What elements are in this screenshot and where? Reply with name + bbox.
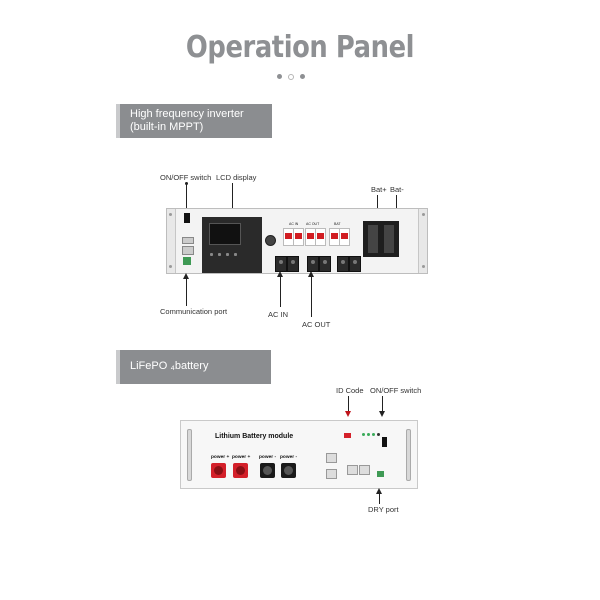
leader-line [311,277,312,317]
bat-plus-terminal[interactable] [368,225,378,253]
power-minus-terminal-2[interactable] [281,463,296,478]
module-title: Lithium Battery module [215,433,294,440]
rj45-port[interactable] [182,246,194,255]
aux-terminal[interactable] [337,256,349,272]
page-title: Operation Panel [185,30,415,65]
leader-line [186,183,187,209]
header-accent-bar [116,350,120,384]
onoff-switch[interactable] [184,213,190,223]
callout-ac-in: AC IN [268,310,289,319]
leader-line [382,396,383,412]
breaker-ac-in-2[interactable] [293,228,304,246]
breaker-ac-out-2[interactable] [315,228,326,246]
dry-port[interactable] [377,471,384,477]
terminal-label: power + [232,455,251,460]
rack-ear-left [167,209,176,273]
power-plus-terminal-1[interactable] [211,463,226,478]
panel-label-ac-in: AC IN [289,222,299,226]
callout-battery-onoff-switch: ON/OFF switch [370,386,422,395]
leader-line [396,195,397,220]
carousel-dot-1[interactable] [277,74,282,79]
arrow-down-icon [345,411,351,417]
callout-communication-port: Communication port [160,307,228,316]
callout-ac-out: AC OUT [302,320,331,329]
header-accent-bar [116,104,120,138]
inverter-section-header: High frequency inverter (built-in MPPT) [116,104,272,138]
inverter-header-line2: (built-in MPPT) [130,121,204,133]
usb-port[interactable] [182,237,194,244]
leader-dot [185,182,188,185]
arrow-up-icon [277,271,283,277]
lcd-button[interactable] [234,253,237,256]
arrow-up-icon [183,273,189,279]
comm-port-2[interactable] [326,469,337,479]
callout-onoff-switch: ON/OFF switch [160,173,212,182]
status-led [372,433,375,436]
breaker-bat-2[interactable] [339,228,350,246]
leader-line [186,279,187,306]
lcd-button[interactable] [218,253,221,256]
battery-onoff-switch[interactable] [382,437,387,447]
lcd-screen [209,223,241,245]
terminal-label: power + [211,455,230,460]
ac-out-terminal[interactable] [307,256,319,272]
status-led [362,433,365,436]
battery-section-header: LiFePO ₄battery [116,350,271,384]
lcd-button[interactable] [210,253,213,256]
panel-label-bat: BAT [334,222,341,226]
arrow-up-icon [308,271,314,277]
callout-bat-plus: Bat+ [371,185,387,194]
handle-right[interactable] [406,429,411,481]
handle-left[interactable] [187,429,192,481]
carousel-dot-3[interactable] [300,74,305,79]
mount-hole [169,213,172,216]
leader-line [348,396,349,412]
lcd-display [202,217,262,273]
bat-minus-terminal[interactable] [384,225,394,253]
battery-terminal-block[interactable] [363,221,399,257]
leader-line [377,195,378,220]
battery-header-text: LiFePO ₄battery [130,360,209,372]
power-plus-terminal-2[interactable] [233,463,248,478]
rack-ear-right [418,209,427,273]
id-code-dial[interactable] [344,433,351,438]
inverter-header-line1: High frequency inverter [130,108,244,120]
callout-dry-port: DRY port [368,505,399,514]
mount-hole [422,265,425,268]
ac-out-terminal[interactable] [319,256,331,272]
terminal-port[interactable] [183,257,191,265]
terminal-label: power - [259,455,277,460]
leader-line [379,494,380,504]
mount-hole [169,265,172,268]
comm-port-1[interactable] [326,453,337,463]
carousel-indicator[interactable] [277,74,327,82]
pv-connector[interactable] [265,235,276,246]
callout-lcd-display: LCD display [216,173,257,182]
ac-in-terminal[interactable] [275,256,287,272]
battery-module: Lithium Battery module power + power + p… [180,420,418,489]
carousel-dot-2[interactable] [288,74,294,80]
inverter-panel: AC IN AC OUT BAT [166,208,428,274]
mount-hole [422,213,425,216]
aux-terminal[interactable] [349,256,361,272]
arrow-up-icon [376,488,382,494]
terminal-label: power - [280,455,298,460]
comm-port-4[interactable] [359,465,370,475]
callout-id-code: ID Code [336,386,364,395]
leader-line [280,277,281,307]
panel-label-ac-out: AC OUT [306,222,320,226]
leader-line [232,183,233,225]
status-led [367,433,370,436]
arrow-down-icon [379,411,385,417]
callout-bat-minus: Bat- [390,185,404,194]
power-minus-terminal-1[interactable] [260,463,275,478]
status-led [377,433,380,436]
ac-in-terminal[interactable] [287,256,299,272]
comm-port-3[interactable] [347,465,358,475]
lcd-button[interactable] [226,253,229,256]
